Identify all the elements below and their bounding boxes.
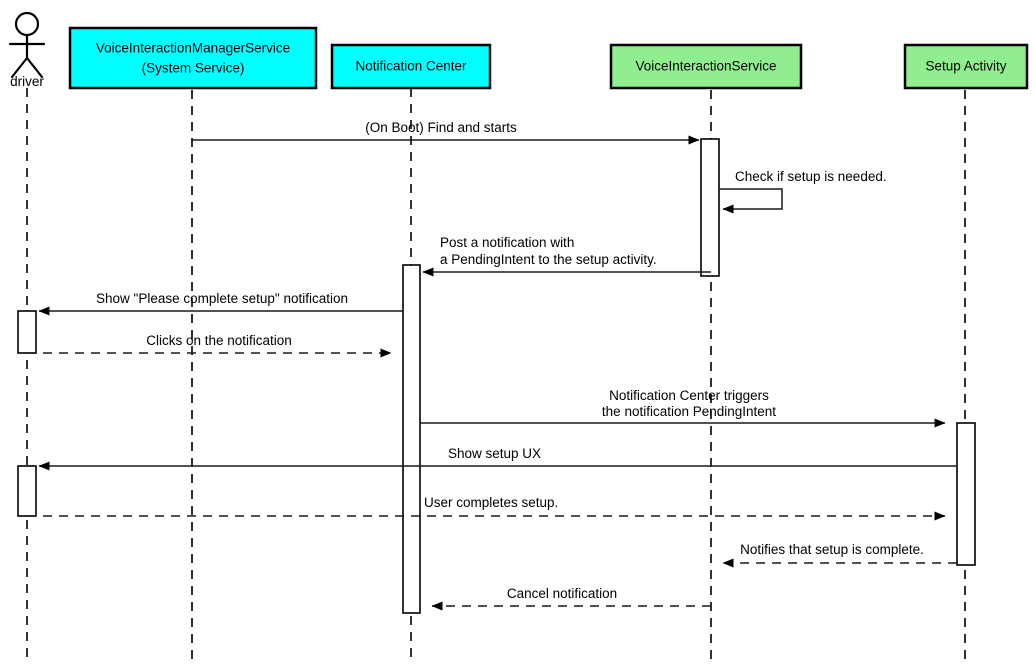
message-3-post-a-notification[interactable]: Post a notification with a PendingIntent… xyxy=(422,235,711,277)
participant-label-setup-activity: Setup Activity xyxy=(925,59,1006,74)
message-1-on-boot-find-and-starts[interactable]: (On Boot) Find and starts xyxy=(192,120,700,145)
actor-leg-left-icon xyxy=(10,56,29,79)
message-6-notification-center-triggers-pendingintent[interactable]: Notification Center triggers the notific… xyxy=(420,388,946,428)
message-6-label-line1: Notification Center triggers xyxy=(609,388,769,403)
activation-bar-driver-1 xyxy=(17,310,37,354)
participant-setup-activity[interactable]: Setup Activity xyxy=(903,43,1029,90)
activation-bars-group xyxy=(17,138,976,614)
message-2-check-if-setup-is-needed[interactable]: Check if setup is needed. xyxy=(719,169,887,214)
participant-voice-interaction-manager-service[interactable]: VoiceInteractionManagerService (System S… xyxy=(68,26,318,90)
message-7-show-setup-ux[interactable]: Show setup UX xyxy=(38,446,957,471)
participant-box-voice-interaction-service[interactable] xyxy=(609,43,803,90)
activation-bar-notification-center-1 xyxy=(402,264,421,614)
message-4-label: Show "Please complete setup" notificatio… xyxy=(96,291,348,306)
message-3-label-line1: Post a notification with xyxy=(440,235,574,250)
participant-label-vims-line2: (System Service) xyxy=(142,61,245,76)
message-8-user-completes-setup[interactable]: User completes setup. xyxy=(27,495,946,521)
message-2-label: Check if setup is needed. xyxy=(735,169,887,184)
participant-label-vims-line1: VoiceInteractionManagerService xyxy=(96,41,290,56)
message-5-label: Clicks on the notification xyxy=(146,333,292,348)
participant-voice-interaction-service[interactable]: VoiceInteractionService xyxy=(609,43,803,90)
activation-bar-setup-activity-1 xyxy=(956,422,976,566)
message-8-label: User completes setup. xyxy=(424,495,558,510)
message-9-notifies-that-setup-is-complete[interactable]: Notifies that setup is complete. xyxy=(722,542,957,568)
message-2-self-arrow xyxy=(719,188,783,214)
activation-bar-voice-interaction-service-1 xyxy=(700,138,720,277)
message-4-show-please-complete-setup-notification[interactable]: Show "Please complete setup" notificatio… xyxy=(38,291,403,316)
actor-head-icon xyxy=(14,11,40,37)
message-9-label: Notifies that setup is complete. xyxy=(740,542,924,557)
participant-box-vims[interactable] xyxy=(68,26,318,90)
message-7-label: Show setup UX xyxy=(448,446,541,461)
message-1-label: (On Boot) Find and starts xyxy=(365,120,517,135)
participant-box-notification-center[interactable] xyxy=(330,43,492,90)
participant-box-setup-activity[interactable] xyxy=(903,43,1029,90)
participant-driver[interactable]: driver xyxy=(8,11,46,89)
message-5-clicks-on-the-notification[interactable]: Clicks on the notification xyxy=(27,333,392,358)
message-10-label: Cancel notification xyxy=(507,586,617,601)
participant-label-notification-center: Notification Center xyxy=(355,59,467,74)
participant-label-driver: driver xyxy=(10,74,44,89)
participant-notification-center[interactable]: Notification Center xyxy=(330,43,492,90)
message-10-cancel-notification[interactable]: Cancel notification xyxy=(431,586,711,611)
activation-bar-driver-2 xyxy=(17,465,37,517)
actor-leg-right-icon xyxy=(25,56,44,79)
participant-label-voice-interaction-service: VoiceInteractionService xyxy=(635,59,776,74)
message-6-label-line2: the notification PendingIntent xyxy=(602,404,776,419)
message-3-label-line2: a PendingIntent to the setup activity. xyxy=(440,252,657,267)
